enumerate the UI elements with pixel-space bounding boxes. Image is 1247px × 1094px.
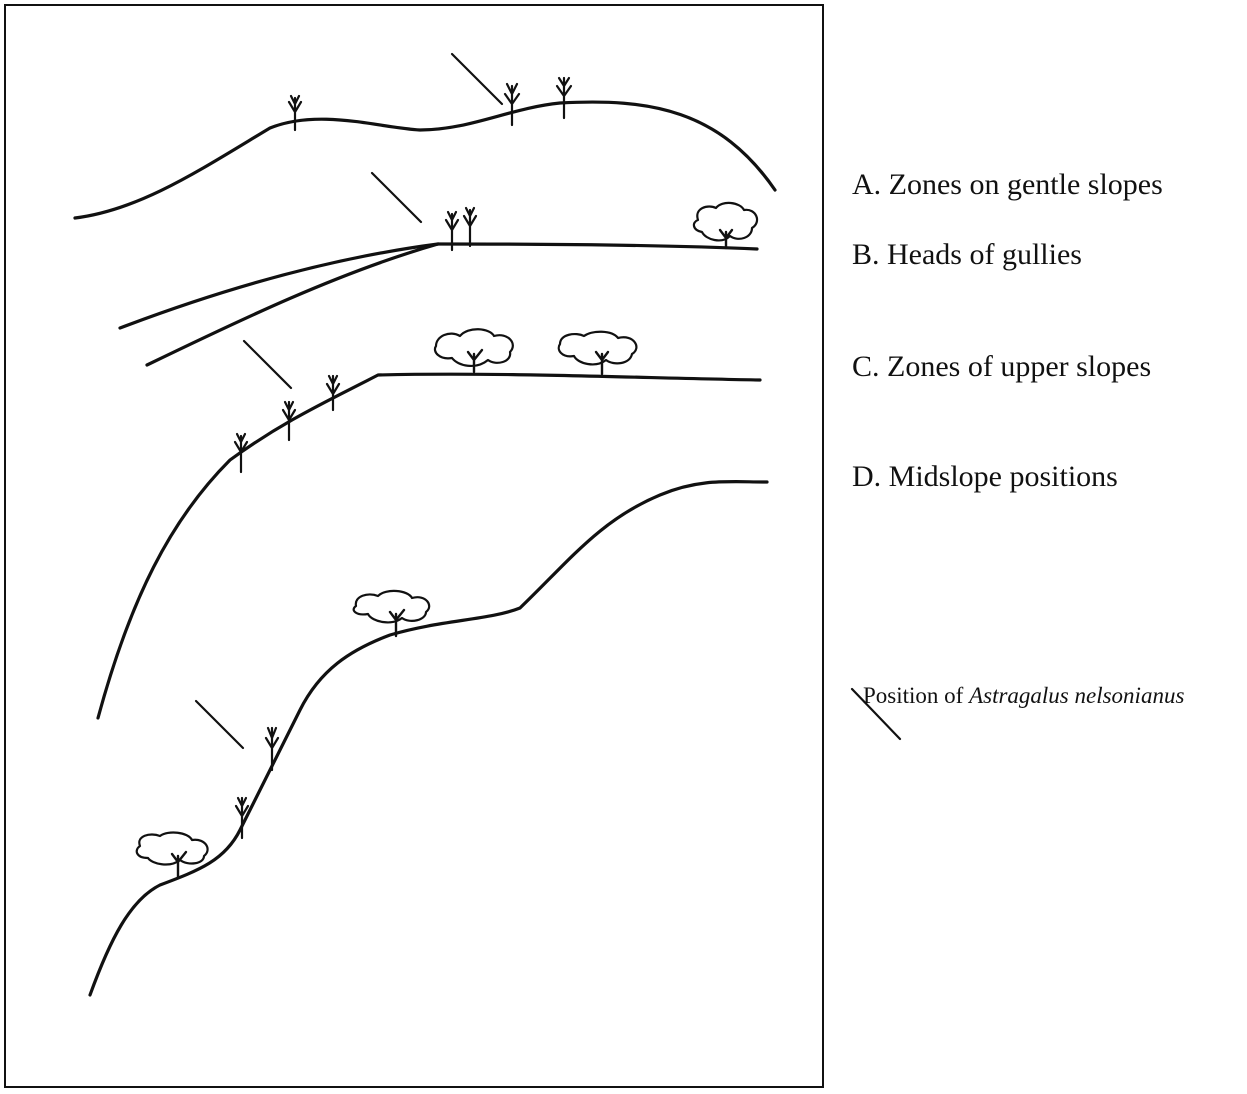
legend-prefix: Position of: [863, 683, 969, 708]
ground-line-b: [438, 244, 757, 249]
zone-label-a: A. Zones on gentle slopes: [852, 168, 1163, 202]
profile-b: [120, 173, 757, 365]
gully-upper-edge: [120, 244, 438, 328]
zone-label-c: C. Zones of upper slopes: [852, 350, 1151, 384]
pointer-a: [452, 54, 502, 104]
gully-lower-edge: [147, 244, 438, 365]
astragalus-plant: [266, 728, 278, 770]
pointer-b: [372, 173, 421, 222]
astragalus-plant: [327, 376, 339, 410]
tree: [435, 329, 513, 372]
tree: [559, 332, 637, 374]
profile-c: [98, 329, 760, 718]
zone-label-b: B. Heads of gullies: [852, 238, 1082, 272]
legend: Position of Astragalus nelsonianus: [863, 683, 1184, 709]
zone-label-d: D. Midslope positions: [852, 460, 1118, 494]
astragalus-plant: [235, 434, 247, 472]
ground-line-c: [98, 374, 760, 718]
astragalus-plant: [557, 78, 571, 118]
astragalus-plant: [289, 96, 301, 130]
profile-d: [90, 482, 767, 995]
tree: [694, 203, 757, 248]
pointer-c: [244, 341, 291, 388]
astragalus-plant: [464, 208, 476, 246]
ground-line-d: [90, 482, 767, 995]
profile-a: [75, 54, 775, 218]
legend-species: Astragalus nelsonianus: [969, 683, 1184, 708]
pointer-d: [196, 701, 243, 748]
astragalus-plant: [505, 84, 519, 125]
ground-line-a: [75, 102, 775, 218]
